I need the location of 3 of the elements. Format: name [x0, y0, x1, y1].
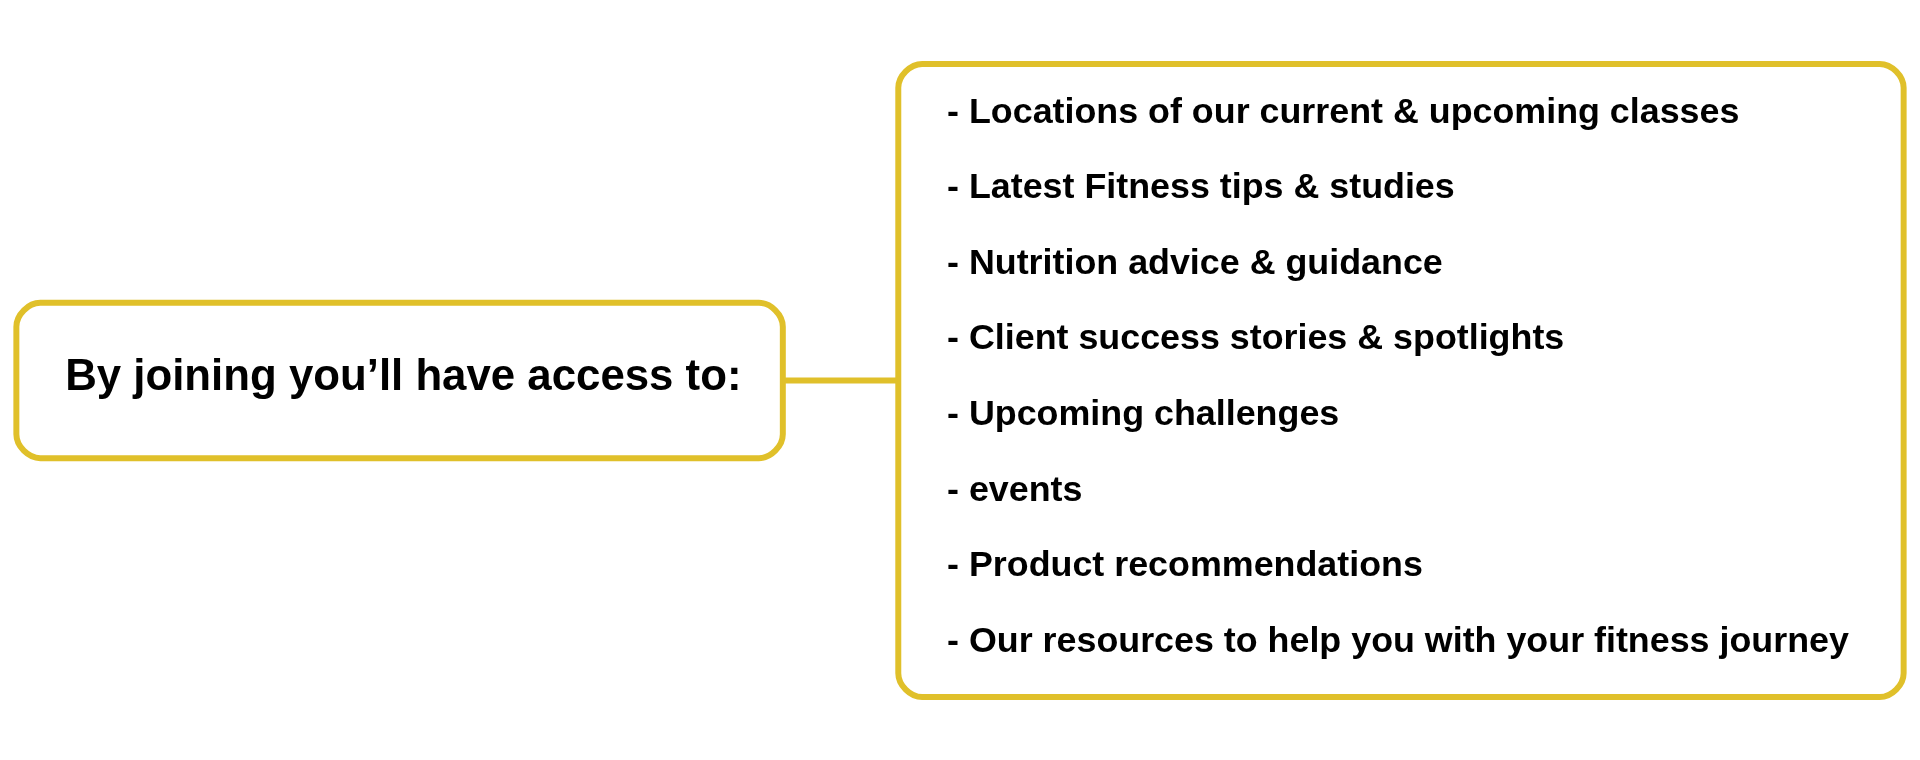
connector — [782, 377, 898, 383]
node-box: - Locations of our current & upcoming classes - Latest Fitness tips & studies - Nutrition advice & guidance - Client success stories & spotlights - Upcoming challenges - events - Product recommendations - Our resources to help you with your fitness journey — [895, 60, 1907, 700]
node-box: By joining you’ll have access to: — [13, 299, 786, 461]
